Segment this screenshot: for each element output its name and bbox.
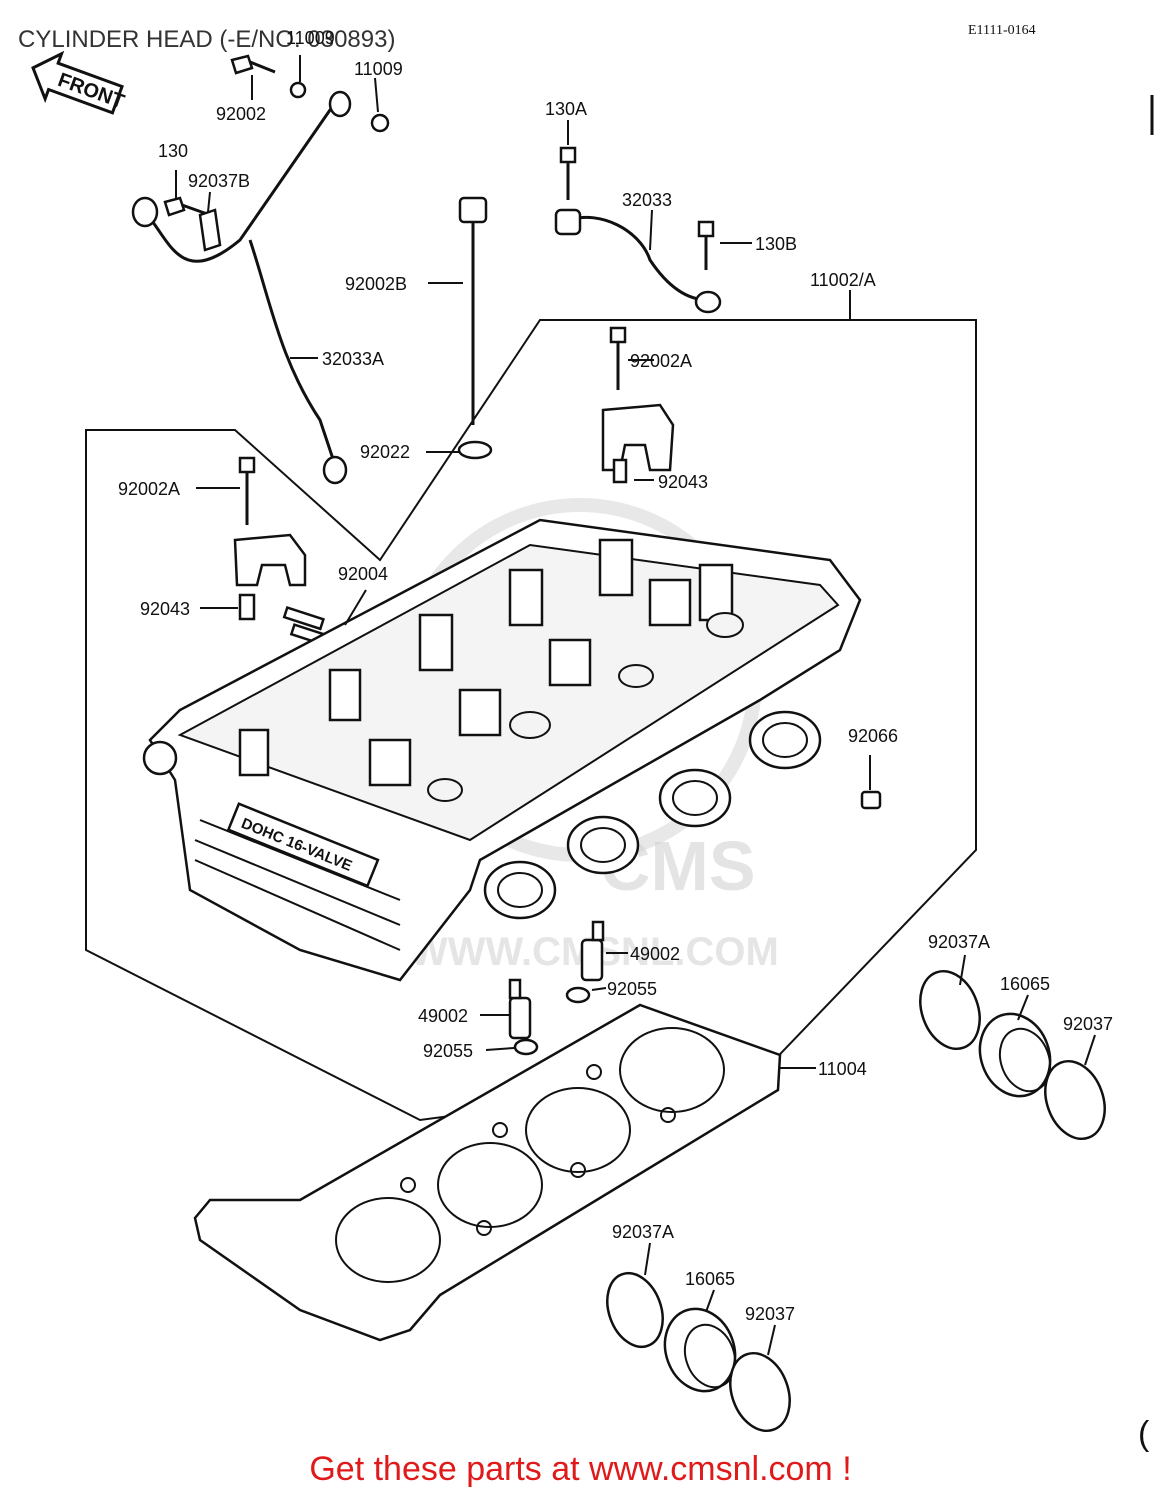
o-ring-92055-a (565, 986, 591, 1004)
label-92037b: 92037B (188, 171, 250, 191)
front-arrow-icon: FRONT (31, 50, 127, 115)
o-ring-92055-b (513, 1038, 539, 1056)
label-92002b: 92002B (345, 274, 407, 294)
intake-set-right (919, 969, 1106, 1141)
corner-glyph: ( (1138, 1415, 1150, 1453)
assembly-outline (85, 319, 977, 1122)
label-92004: 92004 (338, 564, 388, 584)
label-92037-right: 92037 (1063, 1014, 1113, 1034)
label-130b: 130B (755, 234, 797, 254)
label-11009-a: 11009 (286, 28, 335, 48)
label-92037a-bottom: 92037A (612, 1222, 674, 1242)
drawing-code: E1111-0164 (968, 23, 1036, 38)
bolt-92002b (458, 196, 488, 425)
label-92055-b: 92055 (423, 1041, 473, 1061)
label-92037a-right: 92037A (928, 932, 990, 952)
cam-cap-left (233, 456, 307, 621)
plug-92066 (860, 790, 882, 810)
head-gasket-11004 (193, 1003, 782, 1342)
label-16065-right: 16065 (1000, 974, 1050, 994)
label-92066: 92066 (848, 726, 898, 746)
label-92043-top: 92043 (658, 472, 708, 492)
washer-92022 (457, 440, 493, 460)
footer-link[interactable]: Get these parts at www.cmsnl.com ! (309, 1450, 852, 1488)
cylinder-head-body: DOHC 16-VALVE (142, 518, 862, 982)
cam-cap-top (601, 326, 675, 484)
bolt-130b (697, 220, 715, 270)
oil-pipe-32033 (554, 208, 722, 314)
label-92055-a: 92055 (607, 979, 657, 999)
label-92002a-top: 92002A (630, 351, 692, 371)
sensor-49002-a (580, 920, 605, 982)
label-11002a: 11002/A (810, 270, 876, 290)
washer-11009-b (370, 113, 390, 133)
label-16065-bottom: 16065 (685, 1269, 735, 1289)
washer-11009-a (289, 81, 307, 99)
bolt-92002 (230, 54, 276, 75)
label-92022: 92022 (360, 442, 410, 462)
label-92002a-left: 92002A (118, 479, 180, 499)
part-labels: 11009 11009 92002 130 92037B 130A 32033 … (118, 28, 1113, 1324)
label-92043-left: 92043 (140, 599, 190, 619)
label-130a: 130A (545, 99, 587, 119)
label-32033: 32033 (622, 190, 672, 210)
oil-pipe-32033a (131, 90, 352, 485)
leader-lines (175, 55, 1096, 1356)
label-49002-a: 49002 (630, 944, 680, 964)
clamp-92037b (198, 208, 222, 252)
label-130: 130 (158, 141, 188, 161)
dowel-92043-top (612, 458, 628, 484)
label-92002: 92002 (216, 104, 266, 124)
intake-set-bottom (606, 1271, 791, 1433)
sensor-49002-b (508, 978, 532, 1040)
bolt-130a (559, 146, 577, 200)
label-32033a: 32033A (322, 349, 384, 369)
label-11009-b: 11009 (354, 59, 403, 79)
label-49002-b: 49002 (418, 1006, 468, 1026)
label-11004: 11004 (818, 1059, 867, 1079)
label-92037-bottom: 92037 (745, 1304, 795, 1324)
diagram-title: CYLINDER HEAD (-E/NO. 030893) (18, 26, 395, 53)
bolt-130 (163, 196, 211, 217)
dowel-92043-left (238, 593, 256, 621)
